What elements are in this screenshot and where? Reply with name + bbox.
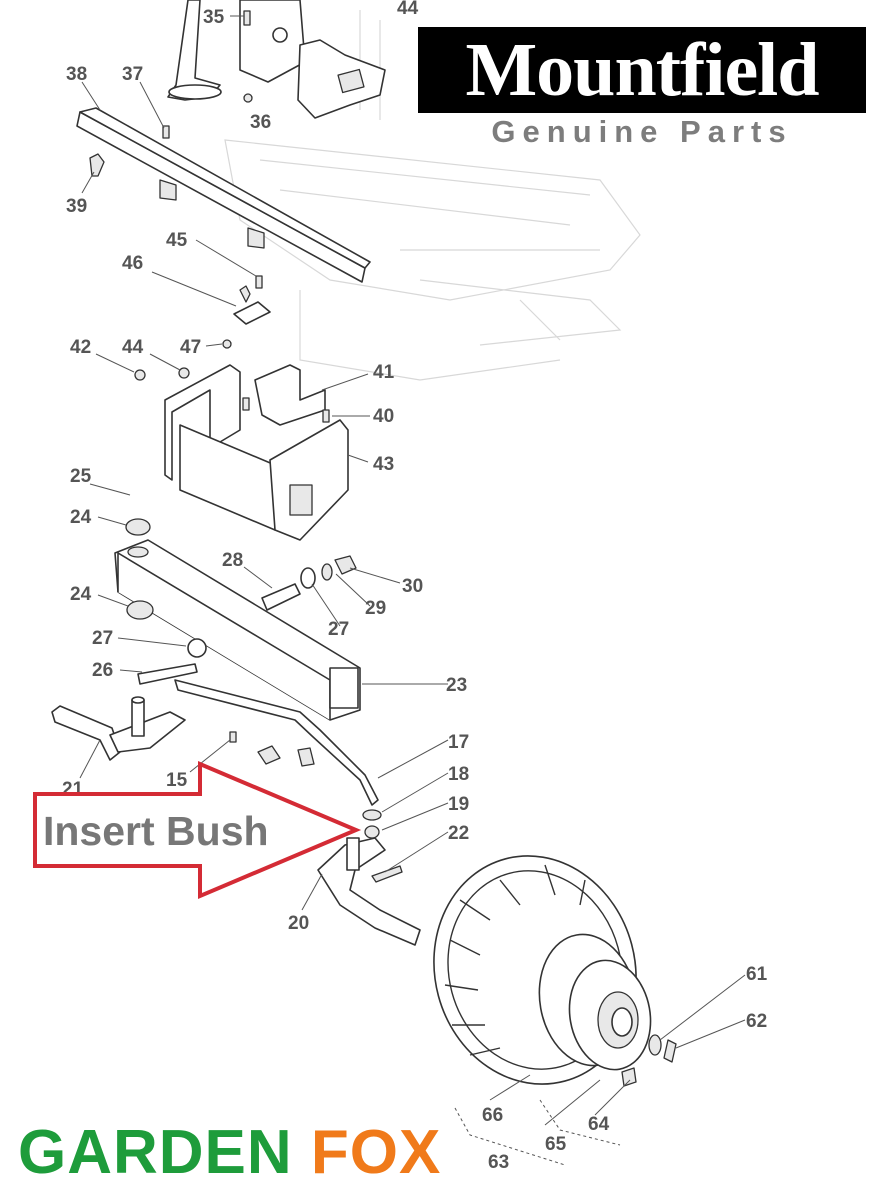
cross-bar: [76, 107, 371, 325]
bracket-icon: [134, 339, 349, 541]
part-label: 22: [448, 823, 469, 844]
wheel-icon: [433, 855, 677, 1087]
part-label: 44: [122, 337, 144, 358]
part-label: 47: [180, 337, 201, 358]
logo-word-fox: FOX: [310, 1118, 442, 1187]
part-label: 61: [746, 964, 768, 985]
steering-assembly: [51, 679, 421, 946]
brand-tagline: Genuine Parts: [491, 114, 793, 149]
part-label: 35: [203, 7, 225, 28]
brand-logo: Mountfield: [418, 27, 866, 113]
part-label: 19: [448, 794, 469, 815]
part-label: 18: [448, 764, 469, 785]
part-label: 41: [373, 362, 395, 383]
part-label: 29: [365, 598, 386, 619]
part-label: 38: [66, 64, 87, 85]
part-label: 27: [328, 619, 349, 640]
part-label: 24: [70, 507, 92, 528]
part-label: 64: [588, 1114, 610, 1135]
callout-arrow: [33, 760, 362, 900]
leader-lines: [79, 15, 746, 1166]
part-label: 36: [250, 112, 271, 133]
part-label: 23: [446, 675, 467, 696]
part-label: 20: [288, 913, 309, 934]
part-label: 46: [122, 253, 143, 274]
part-label: 27: [92, 628, 113, 649]
part-label: 45: [166, 230, 188, 251]
part-label: 39: [66, 196, 87, 217]
part-label: 26: [92, 660, 113, 681]
part-label: 40: [373, 406, 394, 427]
part-label: 37: [122, 64, 143, 85]
callout-label: Insert Bush: [43, 808, 269, 854]
part-label: 66: [482, 1105, 503, 1126]
part-label: 62: [746, 1011, 767, 1032]
part-label: 65: [545, 1134, 567, 1155]
garden-fox-logo: GARDEN FOX: [18, 1118, 441, 1188]
logo-word-garden: GARDEN: [18, 1118, 293, 1187]
part-label: 28: [222, 550, 243, 571]
part-labels: 35 44 38 37 36 39 45 46 42 44 47 41 40 4…: [62, 0, 768, 1173]
part-label: 15: [166, 770, 188, 791]
part-label: 25: [70, 466, 92, 487]
part-label: 24: [70, 584, 92, 605]
pedal-assembly: [167, 0, 386, 119]
part-label: 43: [373, 454, 394, 475]
part-label: 63: [488, 1152, 509, 1173]
part-label: 21: [62, 779, 84, 800]
part-label: 17: [448, 732, 469, 753]
part-label: 42: [70, 337, 91, 358]
part-label: 44: [397, 0, 419, 19]
part-label: 30: [402, 576, 423, 597]
axle-icon: [114, 518, 361, 721]
